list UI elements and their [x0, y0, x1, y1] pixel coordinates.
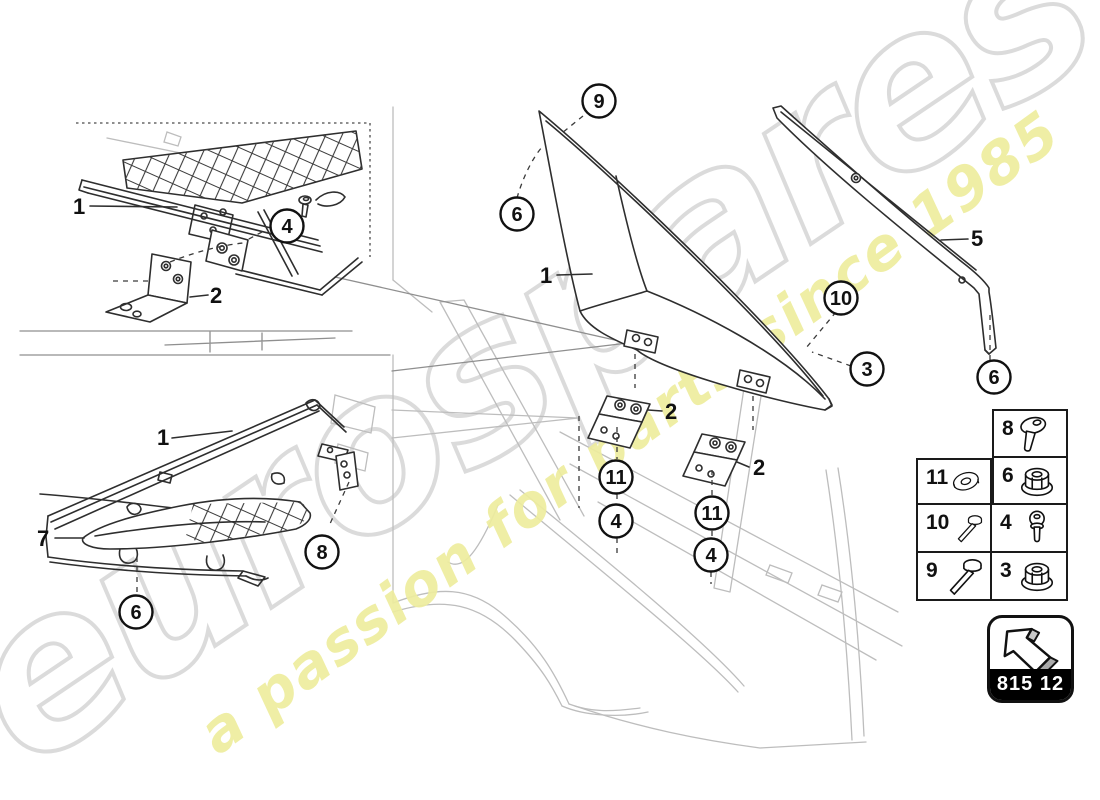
bracket-2a — [587, 395, 651, 449]
page-code-badge: 815 12 — [987, 615, 1074, 703]
car-body-outline — [106, 106, 903, 749]
callout-9[interactable]: 9 — [581, 83, 617, 119]
label-2-bracket-b: 2 — [753, 455, 765, 480]
cell-ref: 11 — [926, 466, 949, 489]
label-1-panel: 1 — [540, 263, 552, 288]
svg-text:6: 6 — [988, 367, 999, 389]
label-5-strip: 5 — [971, 226, 983, 251]
callout-4-left[interactable]: 4 — [598, 503, 634, 539]
svg-text:4: 4 — [610, 511, 622, 533]
cell-ref: 4 — [1000, 511, 1012, 534]
cell-ref: 10 — [926, 511, 950, 534]
parts-table-cell-9[interactable]: 9 — [916, 553, 992, 601]
leader-lines — [54, 115, 991, 584]
callouts: 9 6 10 3 6 4 6 8 11 4 11 4 — [118, 83, 1012, 630]
callout-6-scoop[interactable]: 6 — [118, 594, 154, 630]
page-code-band: 815 12 — [990, 669, 1071, 700]
label-2-top-inset: 2 — [210, 283, 222, 308]
pan-head-screw-icon — [1018, 414, 1048, 452]
l-bracket-part-2 — [105, 253, 192, 323]
callout-6-strip[interactable]: 6 — [976, 359, 1012, 395]
washer-icon — [950, 468, 982, 494]
svg-text:10: 10 — [830, 288, 852, 310]
parts-table-cell-6[interactable]: 6 — [992, 458, 1068, 505]
inset-card-front-top — [76, 122, 371, 323]
svg-text:3: 3 — [861, 359, 872, 381]
callout-3[interactable]: 3 — [849, 351, 885, 387]
page-code: 815 12 — [996, 673, 1065, 695]
parts-table-cell-8[interactable]: 8 — [992, 409, 1068, 458]
label-1-top-inset: 1 — [73, 194, 85, 219]
callout-6-apex[interactable]: 6 — [499, 196, 535, 232]
arrow-icon — [1003, 627, 1059, 677]
parts-table-cell-11[interactable]: 11 — [916, 458, 992, 505]
air-duct-mesh-scoop — [81, 497, 312, 550]
long-bolt-icon — [949, 558, 982, 595]
callout-11-left[interactable]: 11 — [598, 459, 634, 495]
label-2-bracket-a: 2 — [665, 399, 677, 424]
inset-card-front-bottom — [39, 398, 359, 592]
callout-10[interactable]: 10 — [823, 280, 859, 316]
label-1-bottom-inset: 1 — [157, 425, 169, 450]
bracket-2b — [682, 433, 746, 487]
cell-ref: 9 — [926, 559, 938, 582]
panel-mount-tab — [623, 329, 771, 394]
svg-text:6: 6 — [130, 602, 141, 624]
callout-4-inset-top[interactable]: 4 — [269, 208, 305, 244]
parts-table-cell-4[interactable]: 4 — [992, 505, 1068, 553]
part-number-labels: 1 2 1 5 1 7 2 2 — [37, 194, 983, 551]
inset-dotted-border — [76, 122, 371, 257]
callout-11-right[interactable]: 11 — [694, 495, 730, 531]
frame-divider-lines — [19, 276, 629, 372]
svg-text:9: 9 — [593, 91, 604, 113]
trim-strip-part-5 — [772, 105, 997, 355]
cell-ref: 6 — [1002, 464, 1014, 487]
button-screw-icon — [1029, 510, 1045, 543]
label-7-scoop: 7 — [37, 526, 49, 551]
card-panel-triangle — [538, 110, 833, 411]
mount-bracket-8 — [317, 443, 359, 491]
cell-ref: 8 — [1002, 417, 1014, 440]
parts-table-cell-3[interactable]: 3 — [992, 553, 1068, 601]
cell-ref: 3 — [1000, 559, 1012, 582]
svg-text:11: 11 — [605, 467, 626, 489]
svg-text:11: 11 — [701, 503, 722, 525]
svg-text:8: 8 — [316, 542, 327, 564]
long-bolt-icon — [958, 515, 983, 543]
svg-text:4: 4 — [281, 216, 293, 238]
parts-table-cell-10[interactable]: 10 — [916, 505, 992, 553]
callout-8[interactable]: 8 — [304, 534, 340, 570]
callout-4-right[interactable]: 4 — [693, 537, 729, 573]
flange-nut-icon — [1020, 467, 1054, 496]
svg-text:4: 4 — [705, 545, 717, 567]
flange-nut-icon — [1020, 562, 1054, 592]
svg-text:6: 6 — [511, 204, 522, 226]
